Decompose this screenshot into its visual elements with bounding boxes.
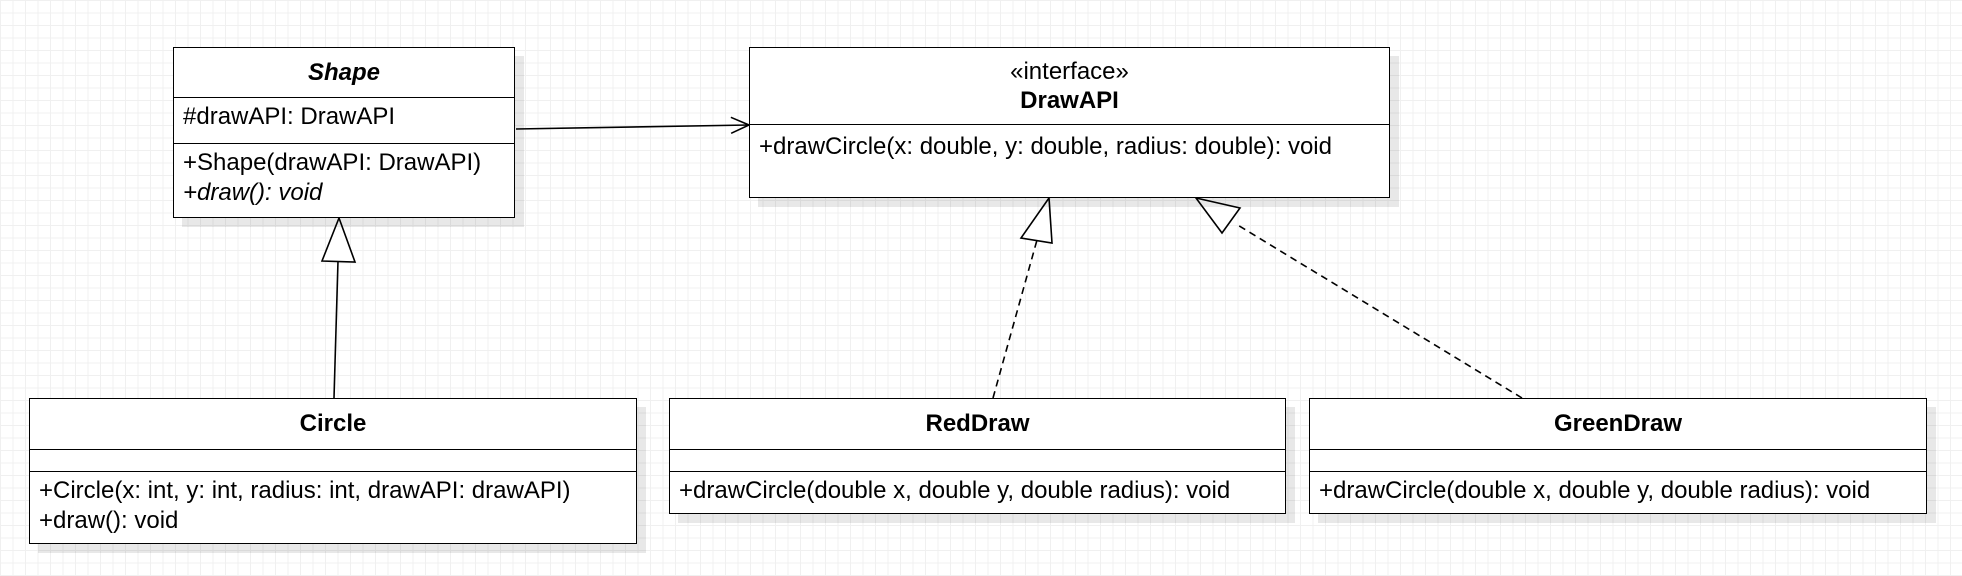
realization-reddraw-drawapi [992,195,1053,399]
class-reddraw-operations: +drawCircle(double x, double y, double r… [670,472,1285,510]
class-drawapi-header: «interface» DrawAPI [750,48,1389,125]
class-greendraw[interactable]: GreenDraw +drawCircle(double x, double y… [1309,398,1927,514]
class-shape[interactable]: Shape #drawAPI: DrawAPI +Shape(drawAPI: … [173,47,515,218]
class-greendraw-name: GreenDraw [1310,399,1926,450]
class-circle-name: Circle [30,399,636,450]
operation-draw-abstract: +draw(): void [183,179,323,206]
class-circle[interactable]: Circle +Circle(x: int, y: int, radius: i… [29,398,637,544]
class-drawapi-name: DrawAPI [1020,87,1119,114]
class-shape-name: Shape [174,48,514,98]
class-reddraw[interactable]: RedDraw +drawCircle(double x, double y, … [669,398,1286,514]
realization-greendraw-drawapi [1194,196,1523,399]
operation-circle-constructor: +Circle(x: int, y: int, radius: int, dra… [39,477,571,504]
generalization-circle-shape [320,215,357,399]
association-shape-drawapi [515,125,749,129]
class-shape-attributes: #drawAPI: DrawAPI [174,98,514,144]
operation-shape-constructor: +Shape(drawAPI: DrawAPI) [183,149,482,176]
class-reddraw-name: RedDraw [670,399,1285,450]
operation-greendraw-draw-circle: +drawCircle(double x, double y, double r… [1319,477,1871,504]
class-circle-attributes [30,450,636,472]
operation-draw: +draw(): void [39,507,179,534]
class-circle-operations: +Circle(x: int, y: int, radius: int, dra… [30,472,636,540]
class-greendraw-operations: +drawCircle(double x, double y, double r… [1310,472,1926,510]
class-shape-operations: +Shape(drawAPI: DrawAPI) +draw(): void [174,144,514,212]
class-greendraw-attributes [1310,450,1926,472]
class-drawapi-operations: +drawCircle(x: double, y: double, radius… [750,125,1389,166]
attribute-draw-api: #drawAPI: DrawAPI [183,103,396,130]
operation-reddraw-draw-circle: +drawCircle(double x, double y, double r… [679,477,1231,504]
class-drawapi[interactable]: «interface» DrawAPI +drawCircle(x: doubl… [749,47,1390,198]
class-reddraw-attributes [670,450,1285,472]
operation-draw-circle: +drawCircle(x: double, y: double, radius… [759,133,1332,160]
stereotype-interface: «interface» [1010,58,1129,85]
